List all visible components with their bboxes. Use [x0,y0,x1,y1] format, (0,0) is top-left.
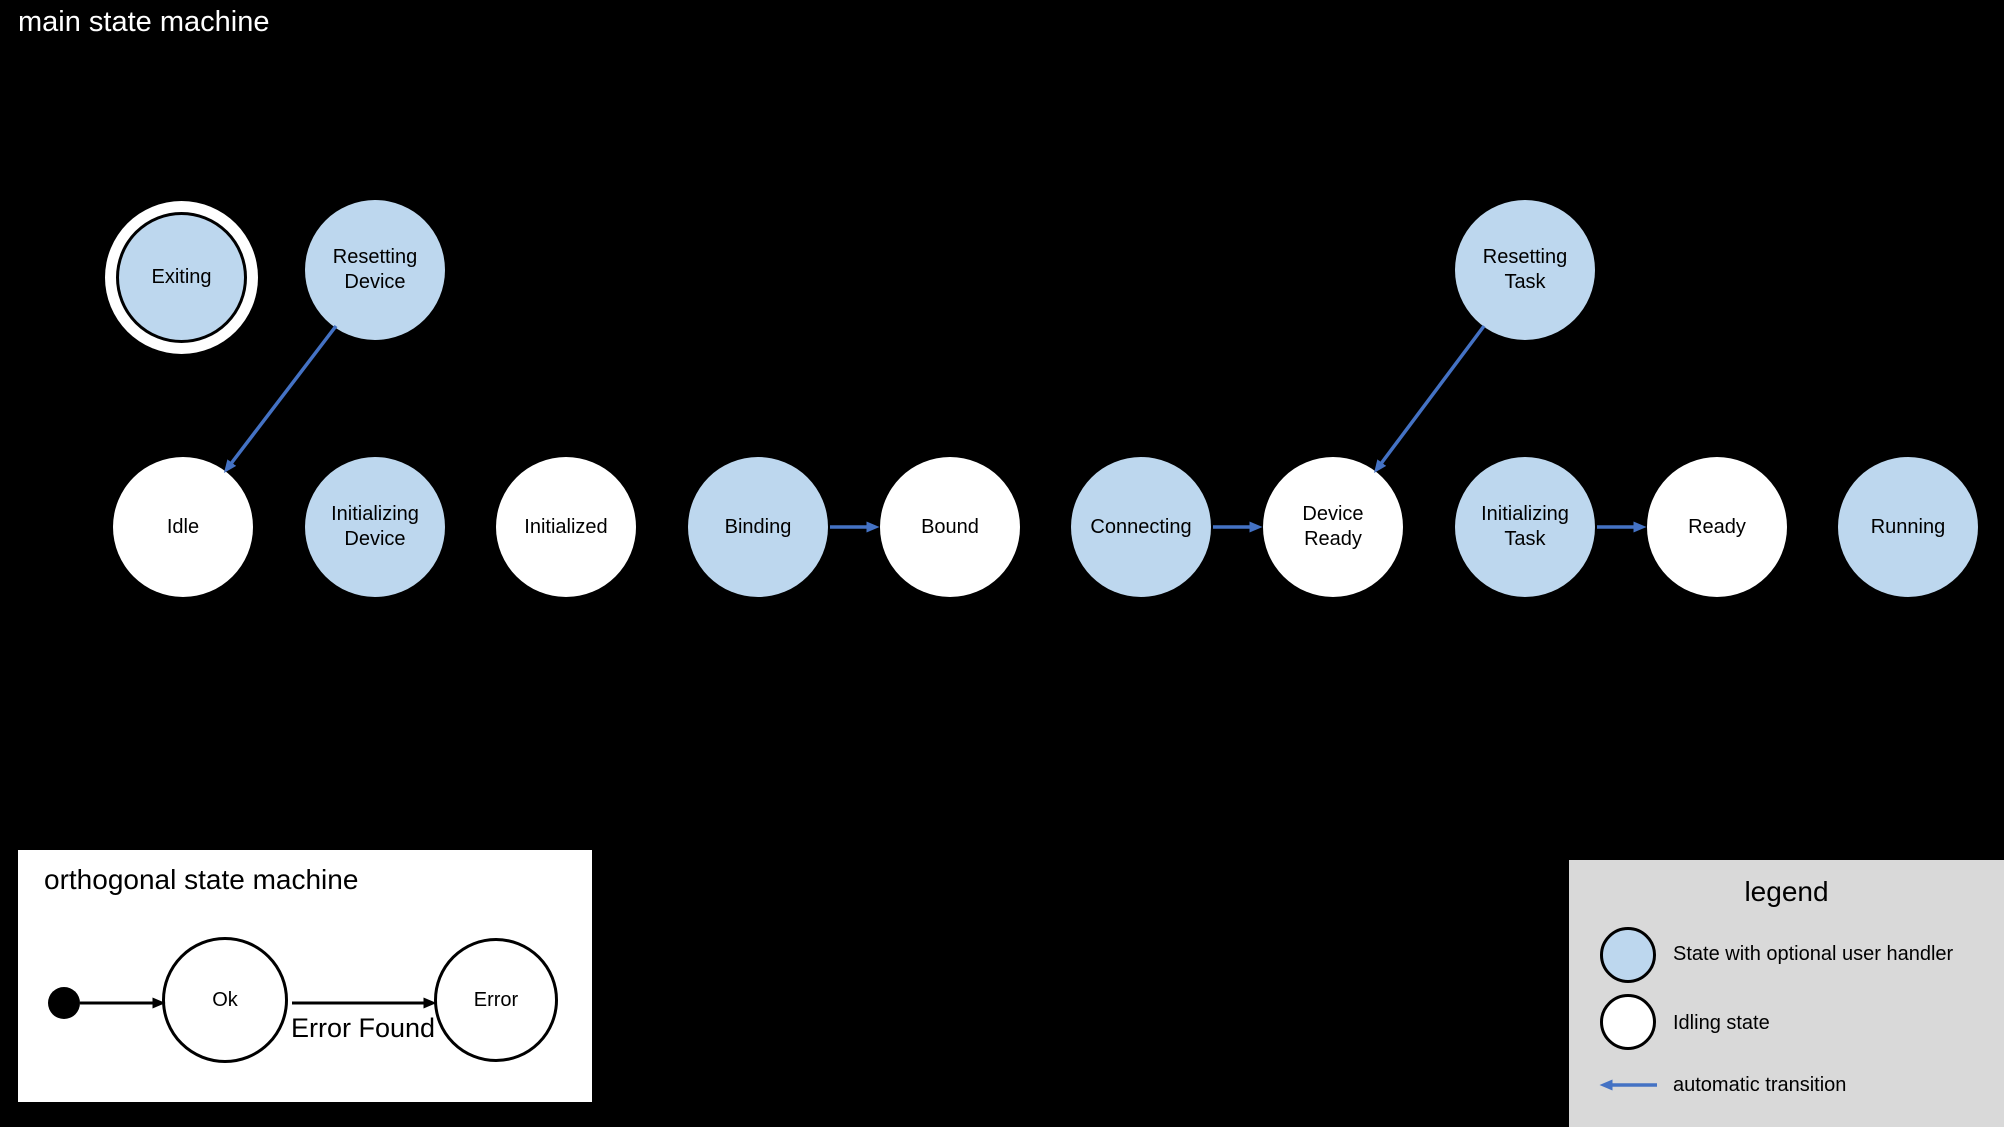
legend-title: legend [1744,876,1829,907]
legend-label-automatic-transition: automatic transition [1673,1074,1847,1096]
arrow-resetting-device-to-idle [223,324,338,473]
state-device-ready: Device Ready [1263,457,1403,597]
legend-panel: legend State with optional user handler … [1569,860,2004,1127]
state-initializing-device: Initializing Device [305,457,445,597]
arrow-resetting-task-to-device-ready [1374,324,1486,474]
state-exiting-final-ring: Exiting [105,201,258,354]
state-binding: Binding [688,457,828,597]
state-initialized: Initialized [496,457,636,597]
automatic-transition-arrow-icon [1599,1079,1657,1091]
state-connecting: Connecting [1071,457,1211,597]
state-ready: Ready [1647,457,1787,597]
legend-label-handler: State with optional user handler [1673,943,1954,965]
main-diagram-title: main state machine [18,6,270,38]
state-resetting-task: Resetting Task [1455,200,1595,340]
transition-label-error-found: Error Found [290,1013,436,1043]
state-bound: Bound [880,457,1020,597]
state-resetting-device: Resetting Device [305,200,445,340]
orthogonal-title: orthogonal state machine [44,864,359,895]
state-idle: Idle [113,457,253,597]
handler-state-circle-icon [1600,927,1656,983]
state-running: Running [1838,457,1978,597]
state-error: Error [434,938,558,1062]
state-exiting: Exiting [116,212,247,343]
initial-state-dot [48,987,80,1019]
idling-state-circle-icon [1600,994,1656,1050]
state-ok: Ok [162,937,288,1063]
state-initializing-task: Initializing Task [1455,457,1595,597]
orthogonal-panel: orthogonal state machine Ok Error Error … [18,850,592,1102]
legend-label-idling: Idling state [1673,1012,1770,1034]
